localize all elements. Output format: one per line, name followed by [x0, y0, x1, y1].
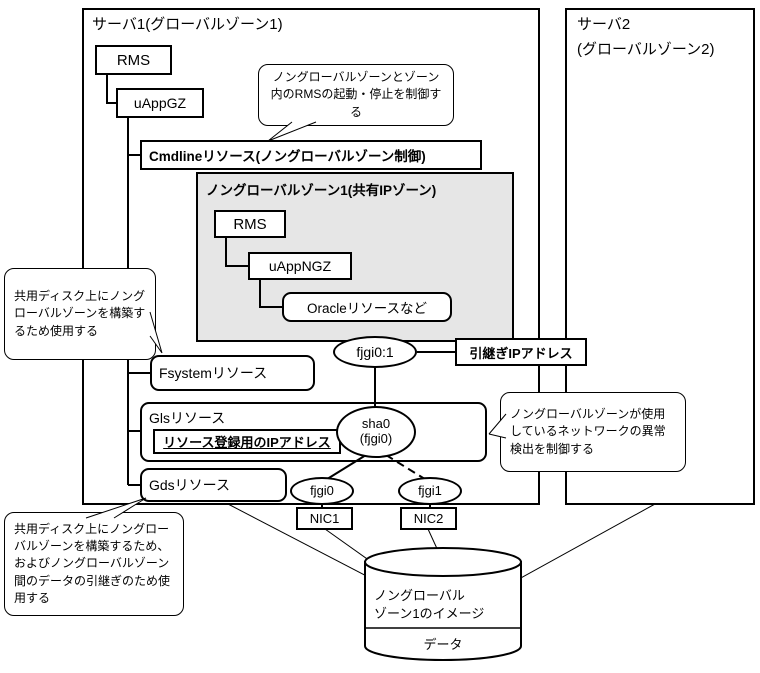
- disk-cylinder-top: [364, 547, 522, 577]
- gls-resource-box: Glsリソース: [140, 402, 487, 462]
- nic2-box: NIC2: [400, 507, 457, 530]
- sha0-interface-ellipse: sha0 (fjgi0): [336, 406, 416, 458]
- takeover-ip-box: 引継ぎIPアドレス: [455, 338, 587, 366]
- gls-ip-registration-box: リソース登録用のIPアドレス: [153, 429, 341, 454]
- gls-note-callout: ノングローバルゾーンが使用しているネットワークの異常検出を制御する: [500, 392, 686, 472]
- nic1-box: NIC1: [296, 507, 353, 530]
- server1-rms-box: RMS: [95, 45, 172, 75]
- disk-image-label-line2: ゾーン1のイメージ: [374, 606, 485, 621]
- cmdline-note-callout: ノングローバルゾーンとゾーン内のRMSの起動・停止を制御する: [258, 64, 454, 126]
- fsystem-resource-box: Fsystemリソース: [150, 355, 315, 391]
- server2-title-line1: サーバ2: [577, 16, 631, 33]
- disk-data-label: データ: [423, 637, 463, 652]
- uappngz-box: uAppNGZ: [248, 252, 352, 280]
- virtual-interface-ellipse: fjgi0:1: [333, 336, 417, 368]
- sha0-label: sha0: [361, 416, 391, 432]
- fjgi1-interface-ellipse: fjgi1: [398, 477, 462, 505]
- sha0-sub-label: (fjgi0): [359, 431, 393, 446]
- fjgi0-interface-ellipse: fjgi0: [290, 477, 354, 505]
- cmdline-resource-box: Cmdlineリソース(ノングローバルゾーン制御): [140, 140, 482, 170]
- disk-image-label-line1: ノングローバル: [374, 588, 465, 603]
- zone-rms-box: RMS: [214, 210, 286, 238]
- server2-to-disk-line: [489, 503, 656, 596]
- gls-resource-label: Glsリソース: [149, 410, 226, 426]
- gds-note-callout: 共用ディスク上にノングローバルゾーンを構築するため、およびノングローバルゾーン間…: [4, 512, 184, 616]
- nic2-to-disk-line: [427, 528, 457, 591]
- fsystem-note-callout: 共用ディスク上にノングローバルゾーンを構築するため使用する: [4, 268, 156, 360]
- oracle-resource-box: Oracleリソースなど: [282, 292, 452, 322]
- gds-resource-box: Gdsリソース: [140, 468, 287, 502]
- server2-title-line2: (グローバルゾーン2): [577, 41, 715, 58]
- server1-title: サーバ1(グローバルゾーン1): [92, 16, 283, 33]
- nonglobal-zone-title: ノングローバルゾーン1(共有IPゾーン): [206, 183, 437, 198]
- uappgz-box: uAppGZ: [116, 88, 204, 118]
